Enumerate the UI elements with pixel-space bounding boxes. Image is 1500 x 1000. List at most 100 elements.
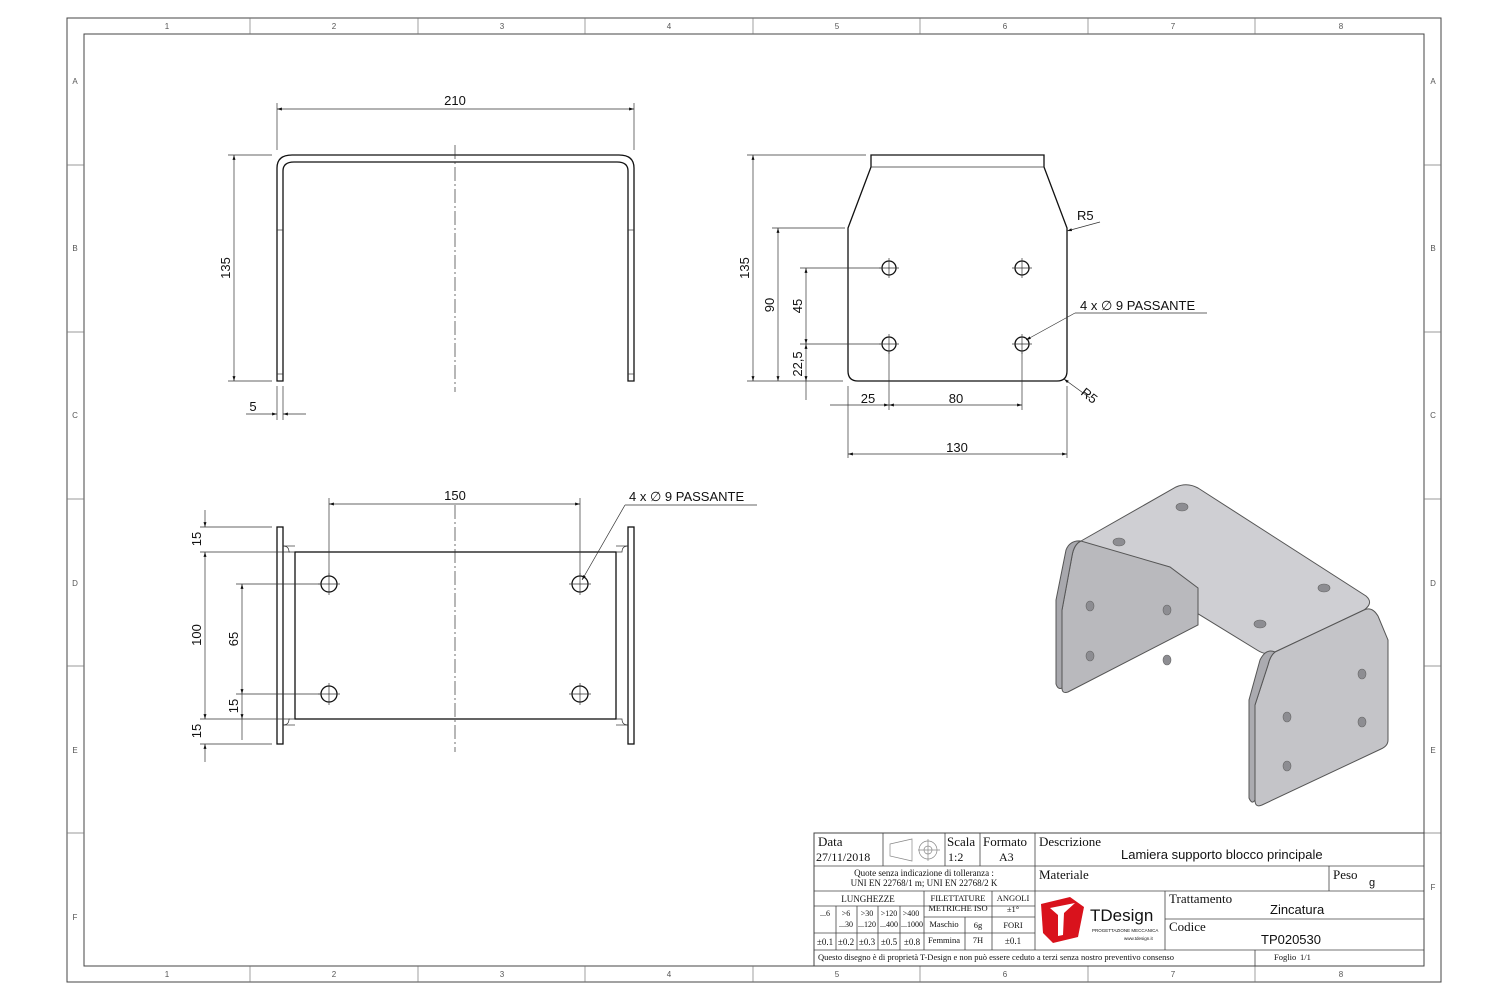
inner-border [83, 33, 1425, 967]
male-thread-value: 6g [974, 920, 983, 930]
side-width-dimension: 130 [946, 440, 968, 455]
zone-col-6-bottom: 6 [1003, 970, 1008, 979]
length-range-bottom-1: ...6 [820, 909, 830, 918]
female-thread-value: 7H [973, 935, 983, 945]
lengths-header: LUNGHEZZE [841, 894, 895, 904]
side-view-outline [847, 154, 1068, 382]
zone-col-7-bottom: 7 [1171, 970, 1176, 979]
length-tolerance-2: ±0.2 [838, 937, 854, 947]
side-height-total-dimension: 135 [737, 257, 752, 279]
company-url: www.tdesign.it [1124, 936, 1154, 941]
zone-col-6-top: 6 [1003, 22, 1008, 31]
angles-header: ANGOLI [997, 893, 1030, 903]
length-range-bottom-3: ...120 [858, 920, 876, 929]
length-range-top-1: >6 [842, 909, 851, 918]
zone-col-4-bottom: 4 [667, 970, 672, 979]
length-range-bottom-5: ...1000 [901, 920, 923, 929]
zone-ticks [67, 18, 1441, 982]
length-range-bottom-2: ...30 [839, 920, 853, 929]
top-width-dimension: 100 [189, 624, 204, 646]
sheet-value: 1/1 [1300, 952, 1311, 962]
scale-value: 1:2 [948, 850, 963, 864]
company-name: TDesign [1090, 906, 1153, 925]
length-range-bottom-4: ...400 [880, 920, 898, 929]
title-block: Data 27/11/2018 Scala 1:2 Formato A3 Des… [813, 832, 1425, 967]
weight-label: Peso [1333, 867, 1358, 882]
side-view-holes [879, 258, 1032, 354]
code-value: TP020530 [1261, 932, 1321, 947]
side-view: 135 90 45 22,5 25 80 130 R5 R5 [737, 154, 1207, 458]
zone-row-d-right: D [1430, 579, 1436, 588]
format-value: A3 [999, 850, 1014, 864]
isometric-view [1055, 484, 1389, 807]
zone-col-8-bottom: 8 [1339, 970, 1344, 979]
top-view-left-flange [276, 526, 284, 745]
company-tagline: PROGETTAZIONE MECCANICA [1092, 928, 1158, 933]
projection-symbol-icon [889, 838, 940, 862]
zone-col-1-bottom: 1 [165, 970, 170, 979]
zone-col-5-bottom: 5 [835, 970, 840, 979]
top-hole-vertical-dimension: 65 [226, 632, 241, 646]
zone-row-b-left: B [72, 244, 77, 253]
female-thread-label: Femmina [928, 935, 960, 945]
zone-col-5-top: 5 [835, 22, 840, 31]
side-hole-bottom-dimension: 22,5 [790, 351, 805, 376]
length-range-top-4: >400 [903, 909, 920, 918]
zone-row-a-left: A [72, 77, 78, 86]
tdesign-logo-icon [1041, 897, 1084, 943]
side-hole-spacing-dimension: 80 [949, 391, 963, 406]
zone-row-e-right: E [1430, 746, 1435, 755]
zone-col-8-top: 8 [1339, 22, 1344, 31]
iso-top-plate [1080, 484, 1370, 655]
outer-border [66, 17, 1442, 983]
male-thread-label: Maschio [929, 919, 958, 929]
tolerance-note-line-1: Quote senza indicazione di tolleranza : [854, 868, 994, 878]
side-chamfer-height-dimension: 90 [762, 298, 777, 312]
front-height-dimension: 135 [218, 257, 233, 279]
length-tolerance-3: ±0.3 [859, 937, 876, 947]
front-view: 210 135 5 [218, 93, 635, 420]
weight-unit: g [1369, 877, 1375, 889]
top-hole-bottom-dimension: 15 [226, 699, 241, 713]
front-thickness-dimension: 5 [249, 399, 256, 414]
zone-col-4-top: 4 [667, 22, 672, 31]
side-holes-note: 4 x ∅ 9 PASSANTE [1080, 298, 1195, 313]
disclaimer: Questo disegno è di proprietà T-Design e… [818, 952, 1174, 962]
front-width-dimension: 210 [444, 93, 466, 108]
zone-col-7-top: 7 [1171, 22, 1176, 31]
tdesign-logo: TDesign PROGETTAZIONE MECCANICA www.tdes… [1041, 897, 1158, 943]
top-view-right-flange [627, 526, 635, 745]
front-view-profile [276, 154, 635, 382]
code-label: Codice [1169, 919, 1206, 934]
zone-row-e-left: E [72, 746, 77, 755]
zone-col-2-bottom: 2 [332, 970, 337, 979]
description-value: Lamiera supporto blocco principale [1121, 847, 1323, 862]
side-radius-bottom-label: R5 [1078, 385, 1100, 407]
zone-row-c-left: C [72, 411, 78, 420]
zone-row-c-right: C [1430, 411, 1436, 420]
zone-row-a-right: A [1430, 77, 1436, 86]
scale-label: Scala [947, 834, 975, 849]
angles-value: ±1° [1007, 904, 1019, 914]
threads-header-line-2: METRICHE ISO [928, 903, 987, 913]
side-hole-vertical-dimension: 45 [790, 299, 805, 313]
zone-row-d-left: D [72, 579, 78, 588]
zone-row-f-left: F [73, 913, 78, 922]
top-flange-top-dimension: 15 [189, 532, 204, 546]
side-hole-left-dimension: 25 [861, 391, 875, 406]
zone-col-2-top: 2 [332, 22, 337, 31]
tolerance-note-line-2: UNI EN 22768/1 m; UNI EN 22768/2 K [851, 878, 998, 888]
zone-col-1-top: 1 [165, 22, 170, 31]
length-tolerance-1: ±0.1 [817, 937, 833, 947]
format-label: Formato [983, 834, 1027, 849]
date-label: Data [818, 834, 843, 849]
iso-holes [1085, 502, 1367, 772]
zone-labels: 1 2 3 4 5 6 7 8 1 2 3 4 5 6 7 8 A B C D … [72, 22, 1436, 979]
top-view-plate [294, 551, 617, 720]
top-holes-note: 4 x ∅ 9 PASSANTE [629, 489, 744, 504]
zone-col-3-top: 3 [500, 22, 505, 31]
zone-col-3-bottom: 3 [500, 970, 505, 979]
top-flange-bottom-dimension: 15 [189, 724, 204, 738]
length-range-top-3: >120 [881, 909, 898, 918]
